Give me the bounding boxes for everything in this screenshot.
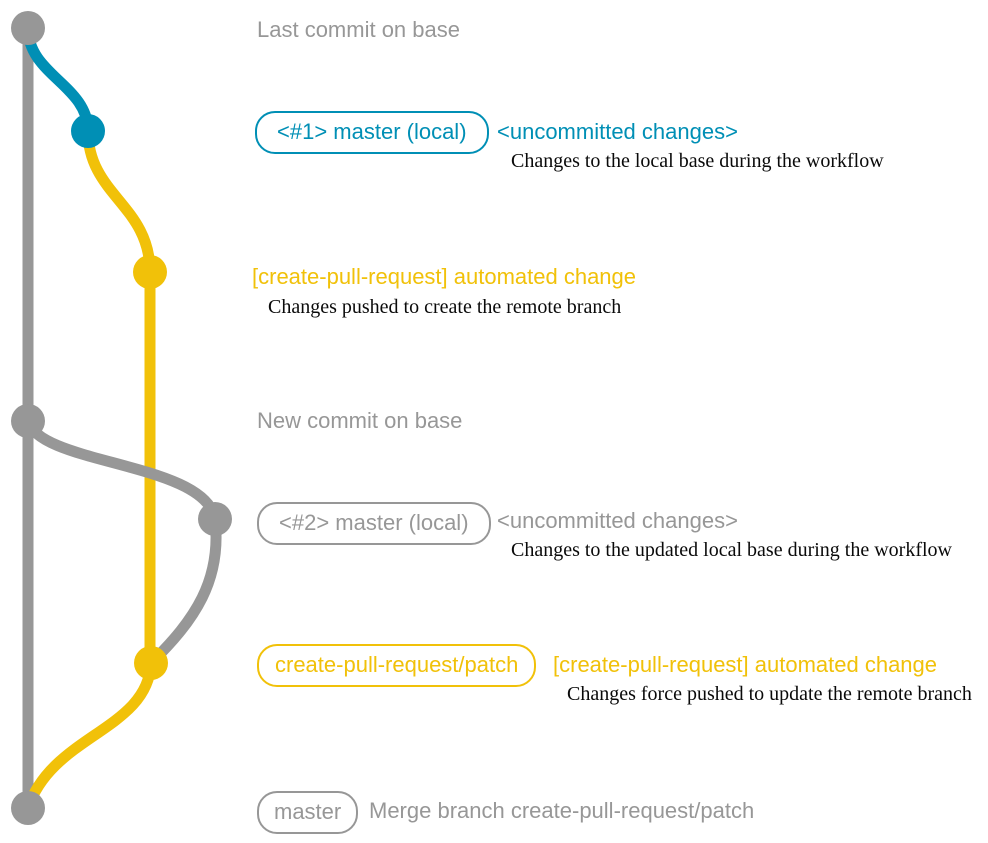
- cpr-branch-line: [82, 130, 156, 663]
- commit-dot-automated-change-1: [133, 255, 167, 289]
- cpr-patch-branch-badge: create-pull-request/patch: [257, 644, 537, 687]
- local-master-1-branch-line: [22, 27, 94, 132]
- commit-dot-master-local-2: [198, 502, 232, 536]
- master-local-1-badge: <#1> master (local): [255, 111, 489, 154]
- automated-change-1-title: [create-pull-request] automated change: [252, 264, 637, 289]
- local-master-2-branch-line: [22, 418, 221, 521]
- uncommitted-changes-1-desc: Changes to the local base during the wor…: [511, 150, 884, 172]
- uncommitted-changes-1-label: <uncommitted changes>: [497, 119, 738, 144]
- uncommitted-changes-2-label: <uncommitted changes>: [497, 508, 738, 533]
- commit-dot-automated-change-2: [134, 646, 168, 680]
- new-commit-label: New commit on base: [257, 408, 463, 433]
- commit-dot-new-commit-on-base: [11, 404, 45, 438]
- commit-dot-master-local-1: [71, 114, 105, 148]
- commit-dot-last-commit-on-base: [11, 11, 45, 45]
- commit-dot-merge: [11, 791, 45, 825]
- automated-change-2-desc: Changes force pushed to update the remot…: [567, 683, 972, 705]
- merge-line: [22, 662, 157, 810]
- merge-label: Merge branch create-pull-request/patch: [369, 798, 755, 823]
- automated-change-2-title: [create-pull-request] automated change: [553, 652, 938, 677]
- uncommitted-changes-2-desc: Changes to the updated local base during…: [511, 539, 952, 561]
- automated-change-1-desc: Changes pushed to create the remote bran…: [268, 296, 622, 318]
- force-push-line: [147, 518, 222, 667]
- master-badge: master: [257, 791, 359, 834]
- last-commit-label: Last commit on base: [257, 17, 460, 42]
- master-local-2-badge: <#2> master (local): [257, 502, 491, 545]
